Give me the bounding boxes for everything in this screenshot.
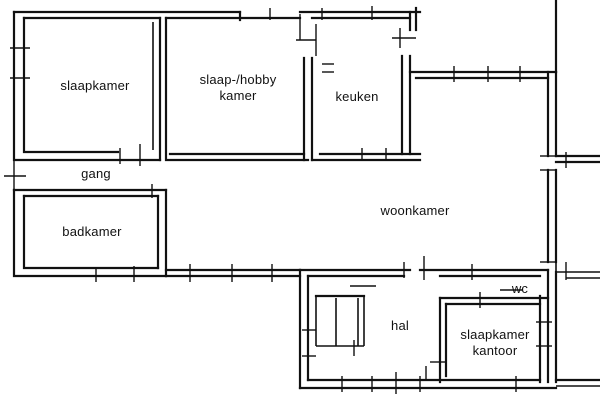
room-label-keuken: keuken (335, 89, 379, 104)
room-label-gang: gang (81, 166, 111, 181)
room-badkamer-walls (4, 160, 168, 282)
room-kantoor-walls (425, 268, 558, 384)
room-keuken-walls (298, 6, 422, 162)
wall-bottom (298, 372, 600, 394)
room-label-hal: hal (391, 318, 409, 333)
room-label-wc: wc (511, 281, 529, 296)
room-woonkamer-walls (408, 0, 600, 264)
room-label-badkamer: badkamer (62, 224, 122, 239)
room-hal-walls (298, 268, 376, 390)
room-label-woonkamer: woonkamer (380, 203, 450, 218)
room-label-slaapkamer: slaapkamer (60, 78, 130, 93)
room-label-slaap-hobby-kamer: slaap-/hobby kamer (199, 72, 277, 103)
room-slaap-hobby-walls (164, 8, 317, 162)
wall-middle-horizontal (164, 256, 600, 282)
room-label-slaapkamer-kantoor: slaapkamer kantoor (460, 327, 530, 358)
